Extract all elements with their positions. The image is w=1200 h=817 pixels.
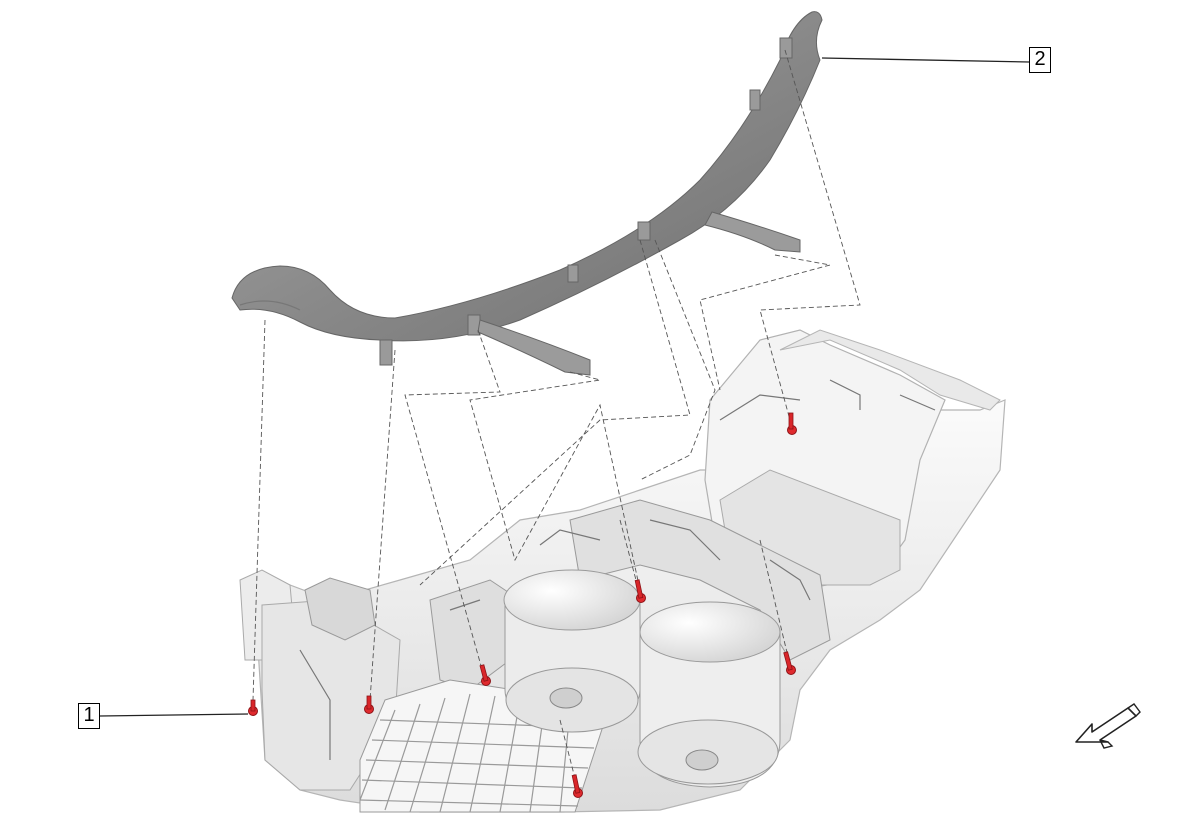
cup-holder-right [637,601,781,788]
console-trim-panel [231,11,823,376]
center-console-base [239,329,1006,813]
assembly-guide-lines [252,49,861,791]
screw-fastener [787,412,797,435]
screw-fastener [248,699,258,716]
callout-label-1: 1 [78,703,100,729]
direction-arrow-icon [1075,703,1141,749]
fasteners [248,412,797,798]
screw-fastener [783,651,796,675]
screw-fastener [571,774,583,798]
leader-line-1 [99,713,249,717]
callout-label-2: 2 [1029,47,1051,73]
screw-fastener [364,695,374,714]
screw-fastener [634,579,646,603]
screw-fastener [479,664,491,686]
leader-line-2 [821,57,1030,63]
cup-holder-left [503,569,641,733]
